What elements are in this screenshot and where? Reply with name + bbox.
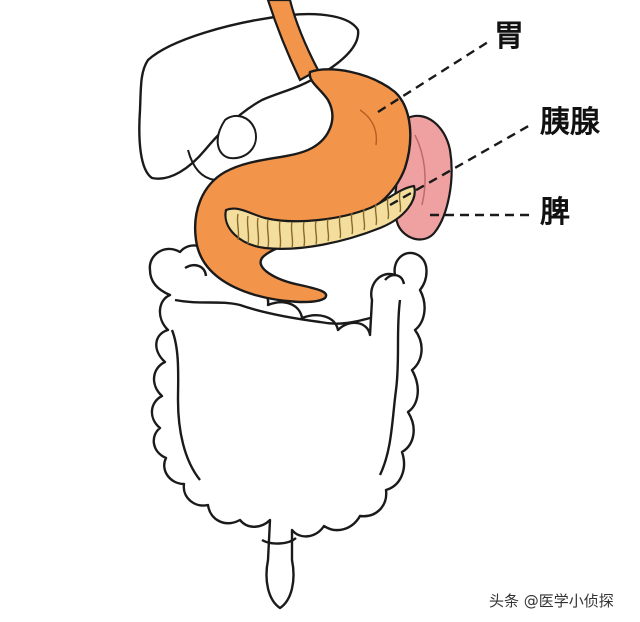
leader-lines [377, 40, 533, 217]
stomach-label: 胃 [494, 19, 524, 54]
watermark: 头条 @医学小侦探 [489, 592, 614, 610]
pancreas [224, 184, 416, 250]
large-intestine [148, 244, 428, 610]
pancreas-leader [389, 122, 533, 207]
stomach-leader [377, 40, 489, 114]
pancreas-label: 胰腺 [540, 105, 600, 140]
spleen-label: 脾 [540, 195, 570, 230]
